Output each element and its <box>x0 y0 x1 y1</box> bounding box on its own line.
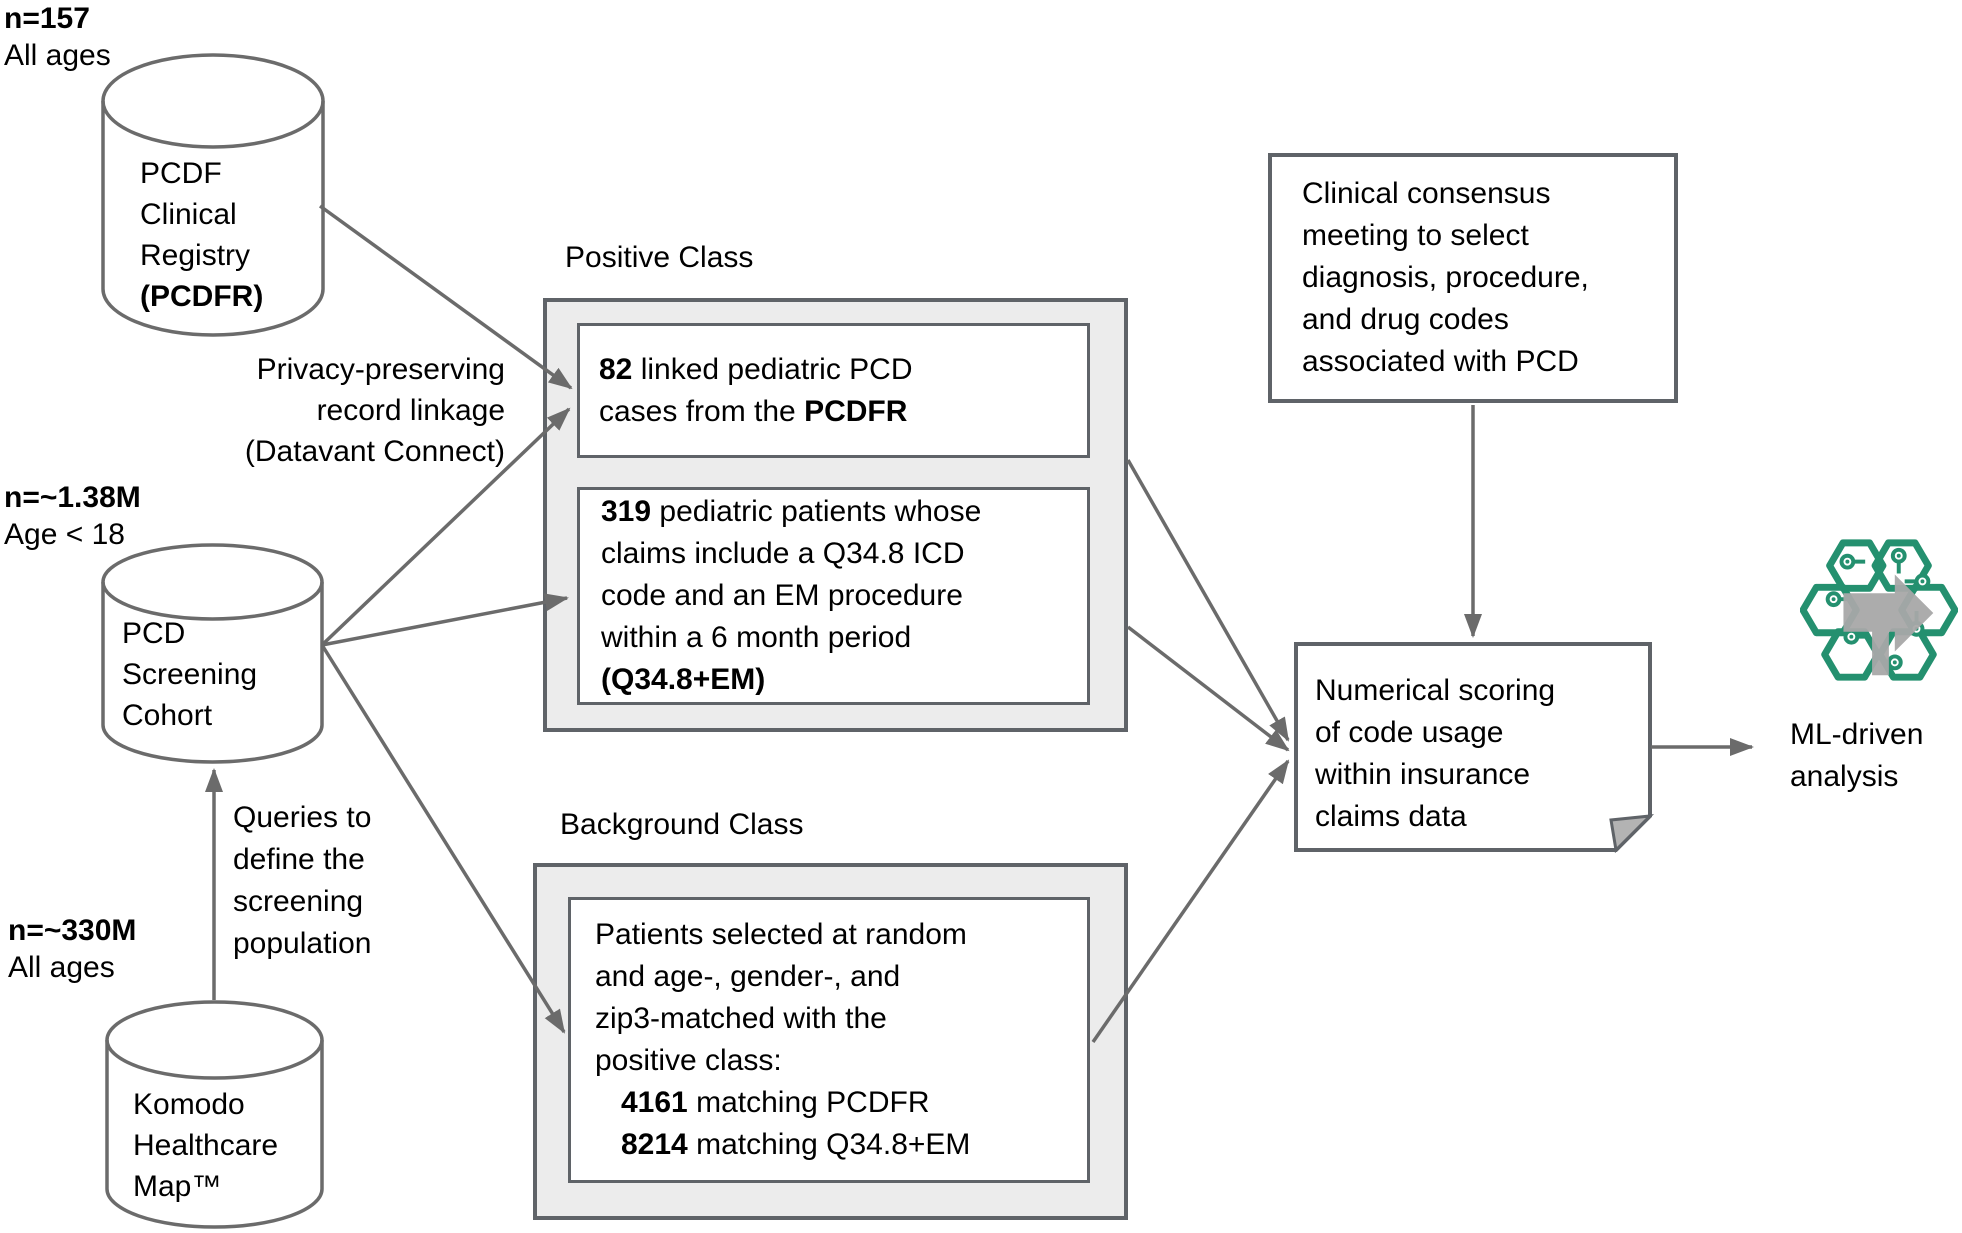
privacy-linkage-annotation: Privacy-preserving record linkage (Datav… <box>244 353 505 468</box>
background-cases-box: Patients selected at random and age-, ge… <box>568 897 1090 1183</box>
komodo-count: n=~330M <box>8 914 137 947</box>
arrow-positive-top-to-scoring <box>1126 459 1290 742</box>
arrow-cohort-to-positive-box1 <box>320 407 571 647</box>
komodo-ages: All ages <box>8 951 115 984</box>
arrow-cohort-to-background <box>320 644 566 1034</box>
komodo-cylinder-label: Komodo Healthcare Map™ <box>133 1088 279 1203</box>
screening-population-stat: n=~1.38M Age < 18 <box>4 479 141 553</box>
pcdfr-ages: All ages <box>4 39 111 72</box>
positive-q348em-cases-box: 319 pediatric patients whose claims incl… <box>577 487 1090 705</box>
komodo-database-cylinder <box>105 1000 324 1229</box>
pcdfr-database-cylinder <box>101 53 325 337</box>
scoring-note-shape <box>1294 642 1655 854</box>
background-q348em-match-count: 8214 <box>621 1128 688 1161</box>
arrow-positive-bottom-to-scoring <box>1126 625 1290 752</box>
ml-brain-icon <box>1799 533 1959 701</box>
icon-arrow-overlay <box>1843 574 1934 676</box>
clinical-consensus-box: Clinical consensus meeting to select dia… <box>1268 153 1678 403</box>
screening-cohort-cylinder <box>101 543 324 764</box>
pcdfr-population-stat: n=157 All ages <box>4 0 111 74</box>
q348em-case-count: 319 <box>601 495 652 528</box>
positive-class-title: Positive Class <box>565 241 754 274</box>
ml-analysis-label: ML-driven analysis <box>1790 718 1924 793</box>
queries-annotation: Queries to define the screening populati… <box>233 801 372 960</box>
positive-pcdfr-cases-box: 82 linked pediatric PCD cases from the P… <box>577 323 1090 458</box>
pcdfr-case-count: 82 <box>599 352 633 386</box>
arrow-cohort-to-positive-box2 <box>321 593 569 647</box>
pcdfr-count: n=157 <box>4 2 90 35</box>
arrow-background-to-scoring <box>1091 759 1290 1043</box>
numerical-scoring-label: Numerical scoring of code usage within i… <box>1315 674 1556 833</box>
screening-ages: Age < 18 <box>4 518 125 551</box>
pcdfr-cylinder-label: PCDF Clinical Registry (PCDFR) <box>140 157 264 313</box>
komodo-population-stat: n=~330M All ages <box>8 912 136 986</box>
screening-cylinder-label: PCD Screening Cohort <box>122 617 258 732</box>
background-class-title: Background Class <box>560 808 804 841</box>
background-pcdfr-match-count: 4161 <box>621 1086 688 1119</box>
arrow-pcdfr-to-positive <box>318 204 573 390</box>
screening-count: n=~1.38M <box>4 481 141 514</box>
